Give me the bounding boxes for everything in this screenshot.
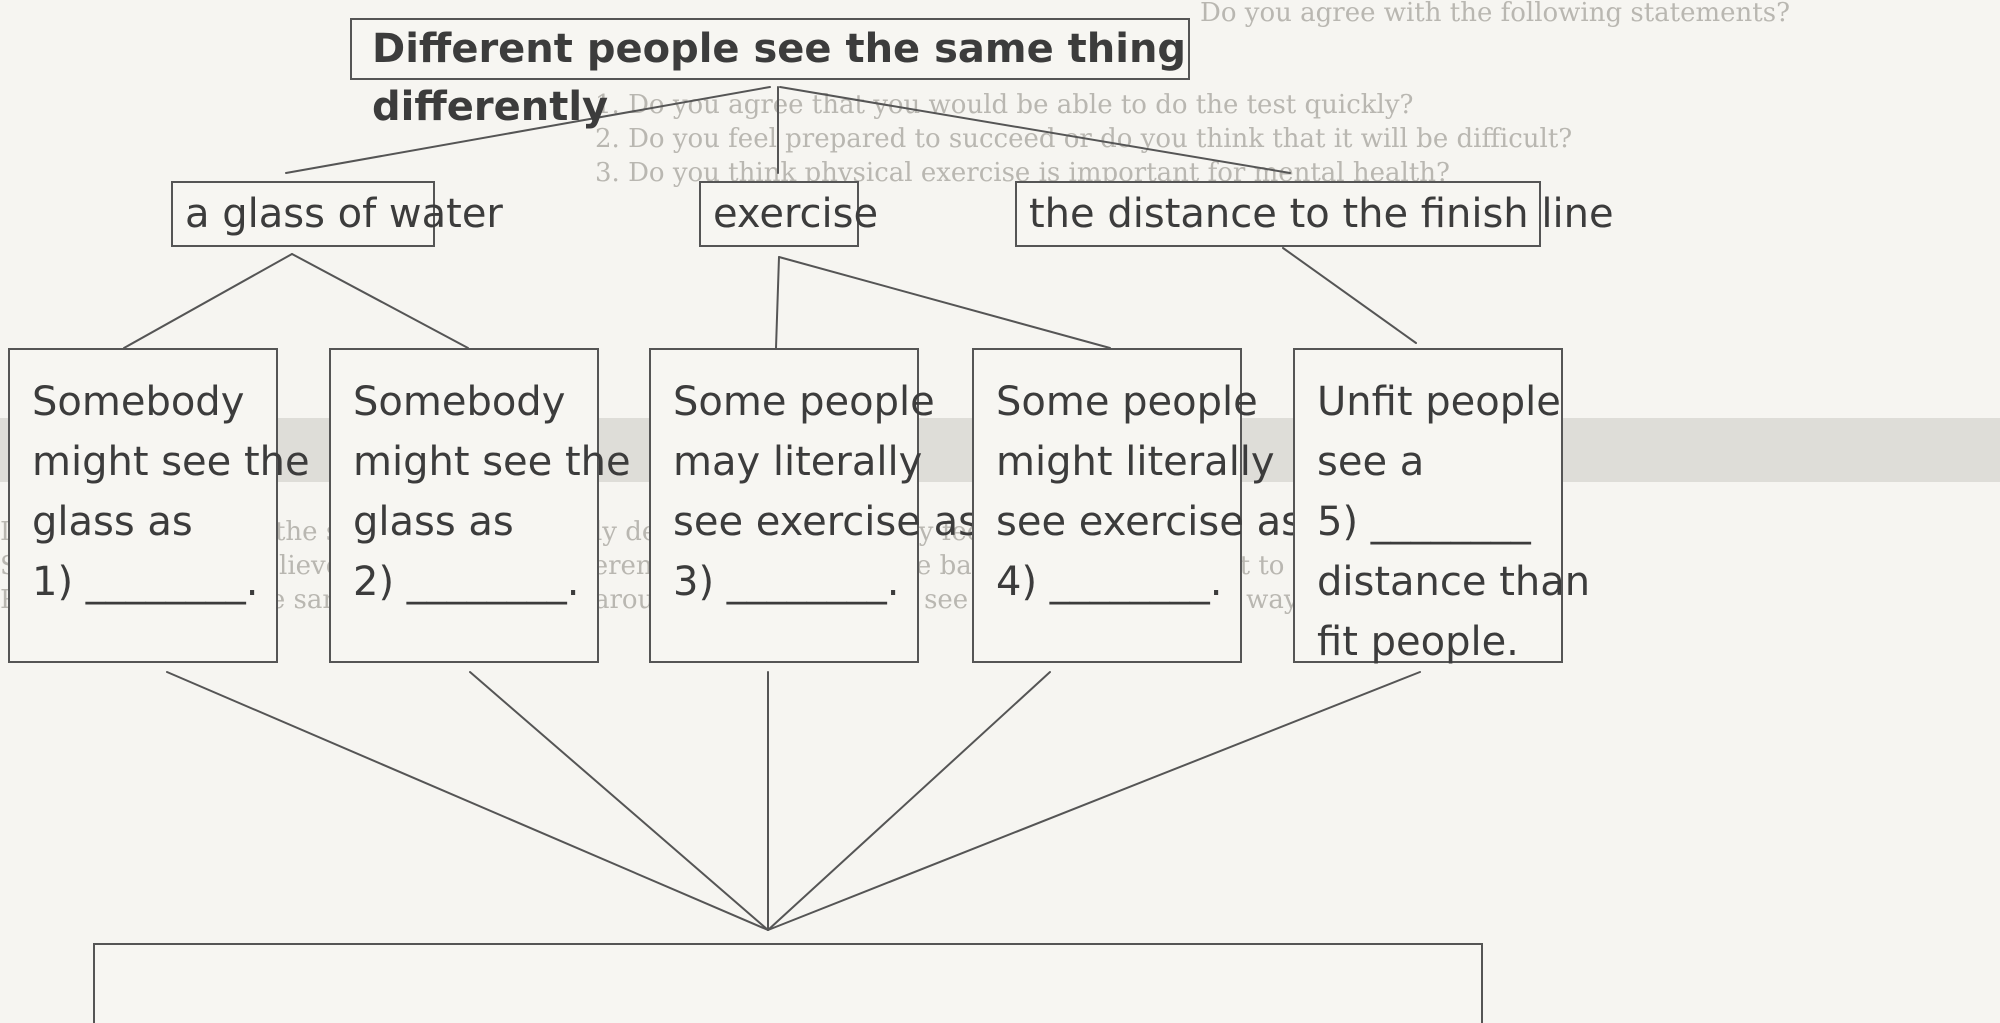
leaf-text-line: Somebody — [353, 379, 566, 425]
leaf-text-line: might see the — [32, 439, 310, 485]
leaf-text-line: might see the — [353, 439, 631, 485]
connector-topic-a-leaf-2 — [291, 253, 469, 349]
leaf-text-line: Somebody — [32, 379, 245, 425]
connector-title-topic-a — [285, 86, 771, 174]
connector-leaf-2-bottom — [469, 671, 769, 931]
connector-leaf-5-bottom — [767, 671, 1421, 931]
topic-distance-to-finish-line: the distance to the finish line — [1015, 181, 1614, 247]
leaf-box-4: Some people might literally see exercise… — [972, 348, 1302, 663]
diagram-title: Different people see the same thing diff… — [350, 18, 1190, 130]
leaf-text-line: glass as — [32, 499, 193, 545]
connector-topic-c-leaf-5 — [1282, 247, 1417, 344]
leaf-text-line: fit people. — [1317, 619, 1519, 665]
leaf-box-5: Unfit people see a 5) ________ distance … — [1293, 348, 1591, 665]
faded-text-line: 1. Do you agree that you would be able t… — [595, 90, 1414, 120]
connector-leaf-4-bottom — [767, 671, 1051, 931]
connector-topic-b-leaf-4 — [778, 256, 1111, 349]
blank-3: 3) ________. — [673, 559, 900, 605]
leaf-text-line: Unfit people — [1317, 379, 1561, 425]
bottom-summary-box — [93, 943, 1483, 1023]
leaf-text-line: see exercise as — [673, 499, 979, 545]
leaf-text-line: see a — [1317, 439, 1425, 485]
leaf-box-3: Some people may literally see exercise a… — [649, 348, 979, 663]
connector-topic-b-leaf-3 — [775, 256, 780, 349]
connector-topic-a-leaf-1 — [123, 253, 293, 349]
blank-4: 4) ________. — [996, 559, 1223, 605]
blank-2: 2) ________. — [353, 559, 580, 605]
leaf-text-line: see exercise as — [996, 499, 1302, 545]
leaf-box-2: Somebody might see the glass as 2) _____… — [329, 348, 631, 663]
leaf-text-line: may literally — [673, 439, 923, 485]
leaf-text-line: glass as — [353, 499, 514, 545]
topic-glass-of-water: a glass of water — [171, 181, 503, 247]
blank-5: 5) ________ — [1317, 499, 1531, 545]
leaf-text-line: Some people — [996, 379, 1258, 425]
connector-lines — [123, 86, 1421, 931]
faded-background-text-top: Do you agree with the following statemen… — [1200, 0, 2000, 30]
leaf-text-line: distance than — [1317, 559, 1591, 605]
leaf-text-line: Some people — [673, 379, 935, 425]
leaf-box-1: Somebody might see the glass as 1) _____… — [8, 348, 310, 663]
topic-exercise: exercise — [699, 181, 878, 247]
connector-leaf-1-bottom — [166, 671, 769, 931]
blank-1: 1) ________. — [32, 559, 259, 605]
leaf-text-line: might literally — [996, 439, 1275, 485]
faded-text-line: Do you agree with the following statemen… — [1200, 0, 1791, 28]
connector-title-topic-c — [779, 86, 1291, 174]
